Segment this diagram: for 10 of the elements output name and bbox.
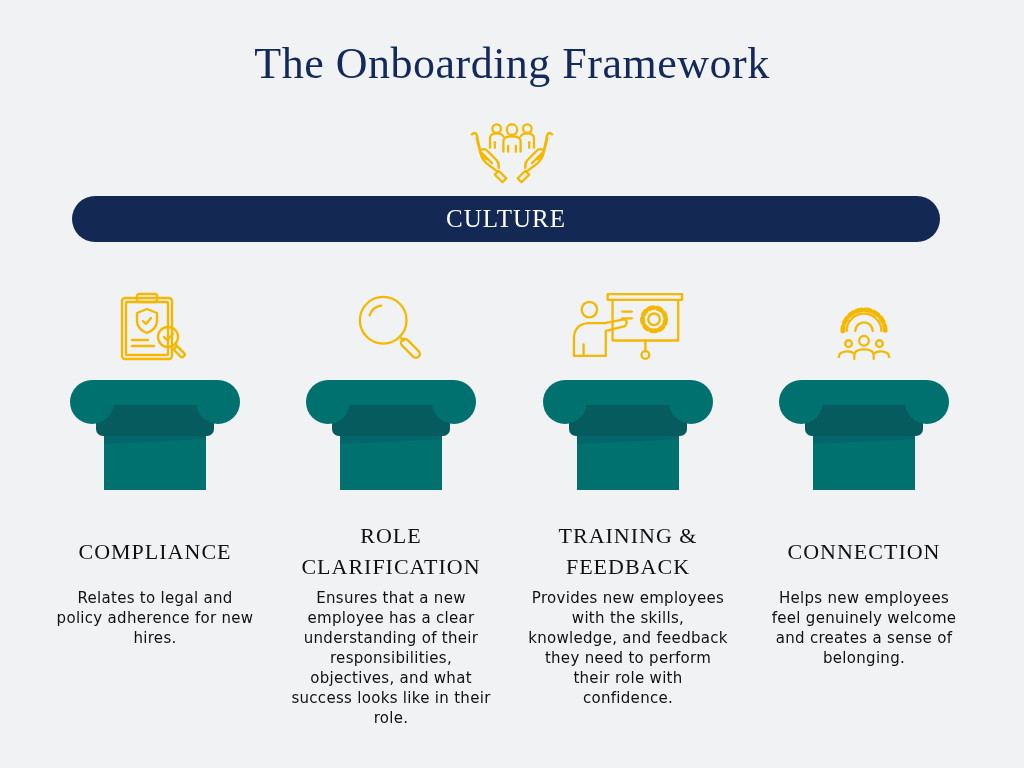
pillar-heading: CONNECTION: [786, 537, 942, 566]
pillar-heading: ROLE CLARIFICATION: [300, 522, 482, 581]
title: The Onboarding Framework: [254, 38, 770, 90]
pillar-description: Helps new employees feel genuinely welcome and creates a sense of belonging.: [770, 588, 958, 668]
pillar-description: Relates to legal and policy adherence for new hires.: [55, 588, 255, 648]
pillar-heading: TRAINING & FEEDBACK: [557, 522, 699, 581]
culture-banner: CULTURE: [72, 196, 940, 242]
pillar-description: Ensures that a new employee has a clear understanding of their responsibilities, objectives, and what success looks like in their role.: [291, 588, 491, 728]
pillar-description: Provides new employees with the skills, knowledge, and feedback they need to perform their role with confidence.: [528, 588, 728, 708]
pillar-heading: COMPLIANCE: [77, 537, 233, 566]
